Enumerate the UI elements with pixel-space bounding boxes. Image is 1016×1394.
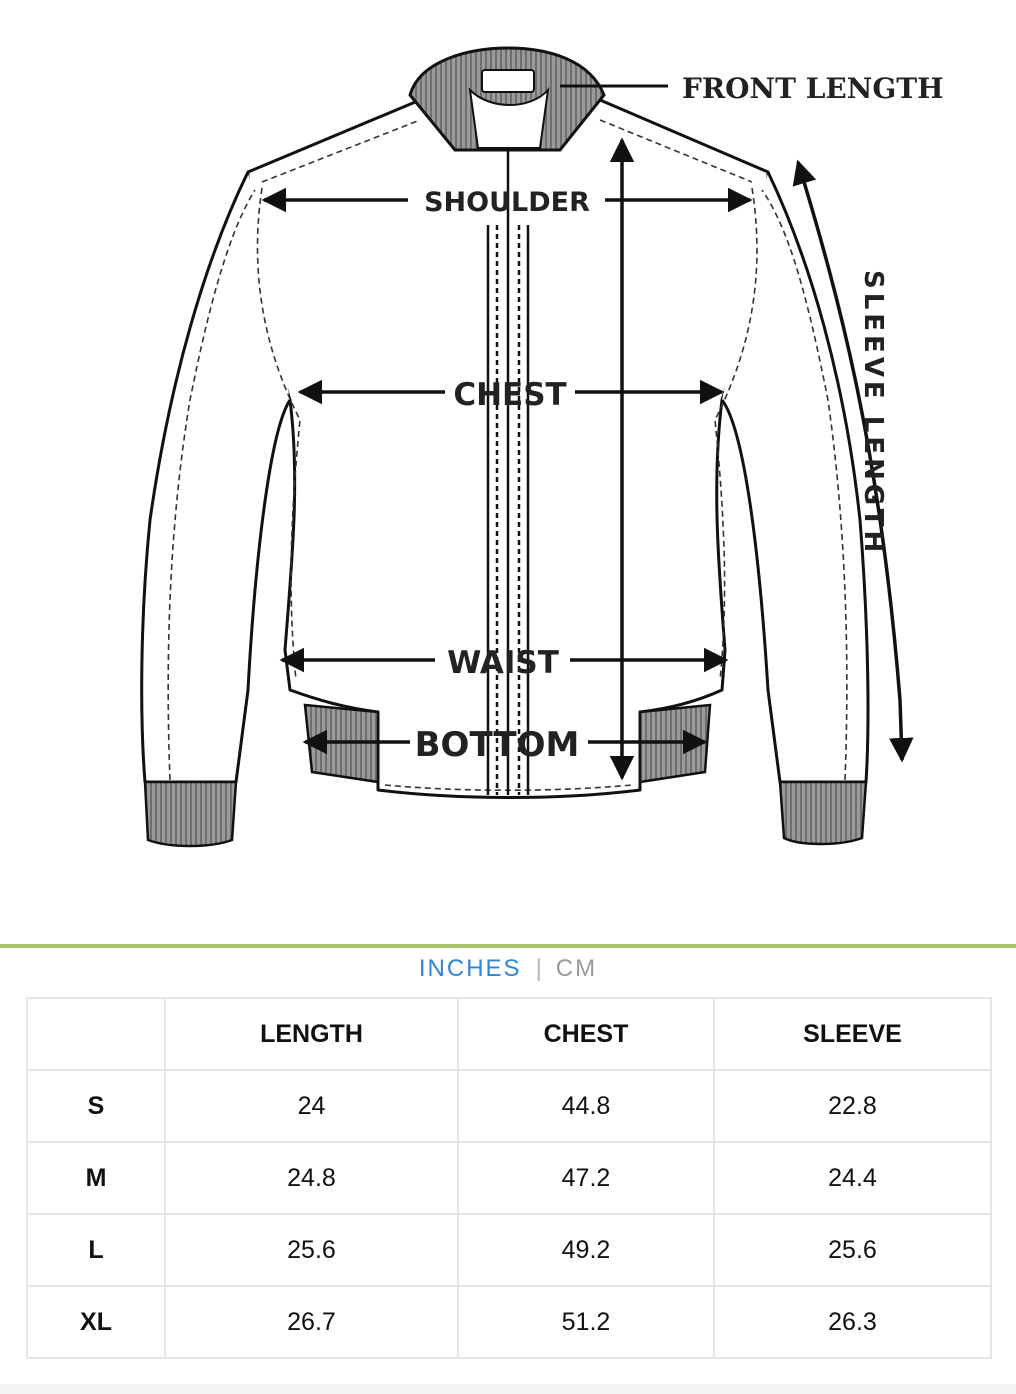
bottom-strip (0, 1384, 1016, 1394)
size-chart-table: LENGTH CHEST SLEEVE S 24 44.8 22.8 M 24.… (26, 997, 992, 1359)
sleeve-cell: 26.3 (713, 1285, 992, 1359)
table-row: L 25.6 49.2 25.6 (26, 1213, 992, 1287)
size-cell: XL (26, 1285, 166, 1359)
label-chest: CHEST (453, 377, 566, 413)
unit-toggle: INCHES | CM (0, 952, 1016, 986)
right-cuff (778, 780, 868, 846)
header-size (26, 997, 166, 1071)
label-bottom: BOTTOM (415, 725, 580, 765)
section-divider (0, 944, 1016, 948)
label-shoulder: SHOULDER (424, 187, 590, 218)
chest-cell: 51.2 (457, 1285, 715, 1359)
header-chest: CHEST (457, 997, 715, 1071)
jacket-measurement-diagram: FRONT LENGTH SHOULDER CHEST WAIST BOTTOM… (140, 46, 944, 848)
unit-separator: | (535, 955, 542, 982)
label-front-length: FRONT LENGTH (682, 72, 944, 105)
sleeve-cell: 24.4 (713, 1141, 992, 1215)
label-waist: WAIST (447, 645, 559, 681)
chest-cell: 44.8 (457, 1069, 715, 1143)
size-cell: M (26, 1141, 166, 1215)
size-cell: S (26, 1069, 166, 1143)
left-cuff (143, 780, 238, 848)
size-cell: L (26, 1213, 166, 1287)
table-row: XL 26.7 51.2 26.3 (26, 1285, 992, 1359)
unit-inches-tab[interactable]: INCHES (418, 955, 522, 982)
collar (408, 46, 606, 152)
sleeve-length-arrow (792, 159, 914, 763)
header-length: LENGTH (164, 997, 459, 1071)
unit-cm-tab[interactable]: CM (555, 955, 598, 982)
table-row: M 24.8 47.2 24.4 (26, 1141, 992, 1215)
length-cell: 26.7 (164, 1285, 459, 1359)
table-row: S 24 44.8 22.8 (26, 1069, 992, 1143)
chest-cell: 49.2 (457, 1213, 715, 1287)
length-cell: 24.8 (164, 1141, 459, 1215)
chest-cell: 47.2 (457, 1141, 715, 1215)
measurement-arrows (261, 84, 914, 781)
header-sleeve: SLEEVE (713, 997, 992, 1071)
zipper-placket (486, 150, 530, 795)
label-sleeve-length: SLEEVE LENGTH (858, 270, 888, 556)
table-header-row: LENGTH CHEST SLEEVE (26, 997, 992, 1071)
length-cell: 24 (164, 1069, 459, 1143)
length-cell: 25.6 (164, 1213, 459, 1287)
sleeve-cell: 22.8 (713, 1069, 992, 1143)
sleeve-cell: 25.6 (713, 1213, 992, 1287)
